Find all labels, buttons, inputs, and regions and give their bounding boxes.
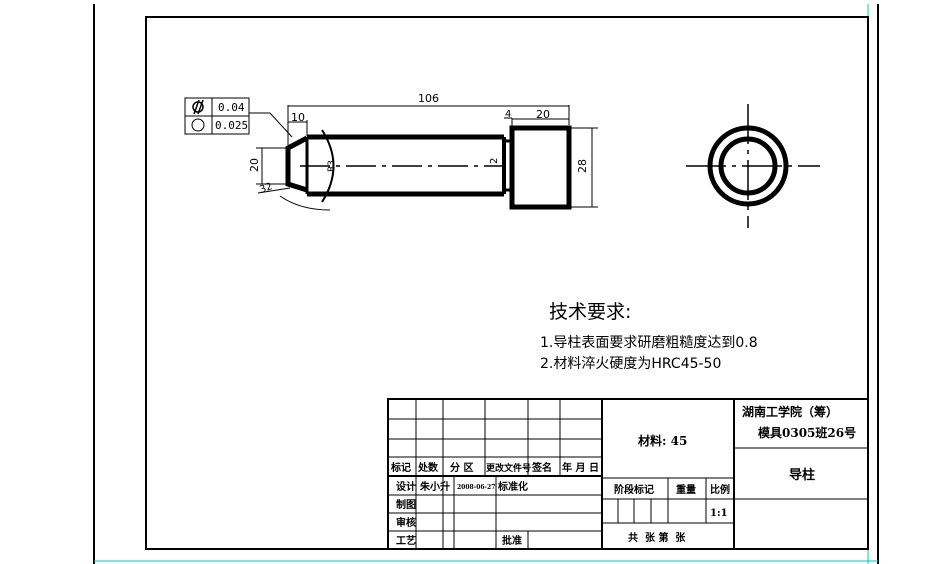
header-count: 处数	[417, 461, 439, 474]
title-block	[387, 398, 869, 550]
stage-label: 阶段标记	[614, 483, 654, 496]
header-zone: 分 区	[450, 461, 473, 474]
part-name: 导柱	[789, 467, 815, 483]
school-name: 湖南工学院（筹）	[742, 404, 838, 419]
class-info: 模具0305班26号	[758, 425, 856, 440]
sheet-frame	[93, 4, 879, 564]
scale-value: 1:1	[710, 508, 728, 519]
dim-groove-depth: 2	[489, 158, 500, 164]
scale-label: 比例	[710, 483, 730, 496]
roundness-value: 0.025	[215, 119, 248, 132]
dim-chamfer-length: 10	[291, 111, 305, 124]
tolerance-frame	[184, 97, 250, 135]
header-date: 年 月 日	[562, 461, 599, 474]
design-date: 2008-06-27	[457, 484, 495, 491]
roundness-icon	[191, 118, 205, 132]
dim-radius: R3	[327, 160, 337, 172]
weight-label: 重量	[676, 483, 696, 496]
dim-left-diameter: 20	[248, 158, 261, 172]
header-sign: 签名	[531, 461, 552, 474]
dim-head-length: 20	[536, 108, 550, 121]
process-label: 工艺	[396, 534, 416, 547]
review-label: 审核	[396, 516, 416, 529]
dim-overall-length: 106	[418, 92, 439, 105]
sheet-count: 共 张 第 张	[628, 531, 686, 544]
header-doc-no: 更改文件号	[486, 462, 531, 474]
material: 材料: 45	[637, 433, 687, 448]
tech-requirements-title: 技术要求:	[549, 301, 631, 323]
cylindricity-value: 0.04	[218, 101, 245, 114]
tech-requirement-2: 2.材料淬火硬度为HRC45-50	[540, 356, 721, 372]
design-label: 设计	[396, 480, 416, 493]
header-mark: 标记	[390, 461, 411, 474]
standardize-label: 标准化	[497, 480, 528, 493]
guide-post-side-view	[686, 104, 820, 228]
dim-groove-width: 4	[505, 109, 511, 120]
tech-requirement-1: 1.导柱表面要求研磨粗糙度达到0.8	[540, 335, 758, 351]
designer-name: 朱小升	[420, 480, 450, 493]
approve-label: 批准	[502, 534, 522, 547]
guide-post-front-view	[285, 125, 572, 210]
cylindricity-icon	[192, 99, 204, 115]
draw-label: 制图	[396, 498, 416, 511]
dim-right-diameter: 28	[576, 159, 589, 173]
dim-angle: 32	[258, 181, 274, 196]
dimension-lines	[249, 105, 598, 211]
